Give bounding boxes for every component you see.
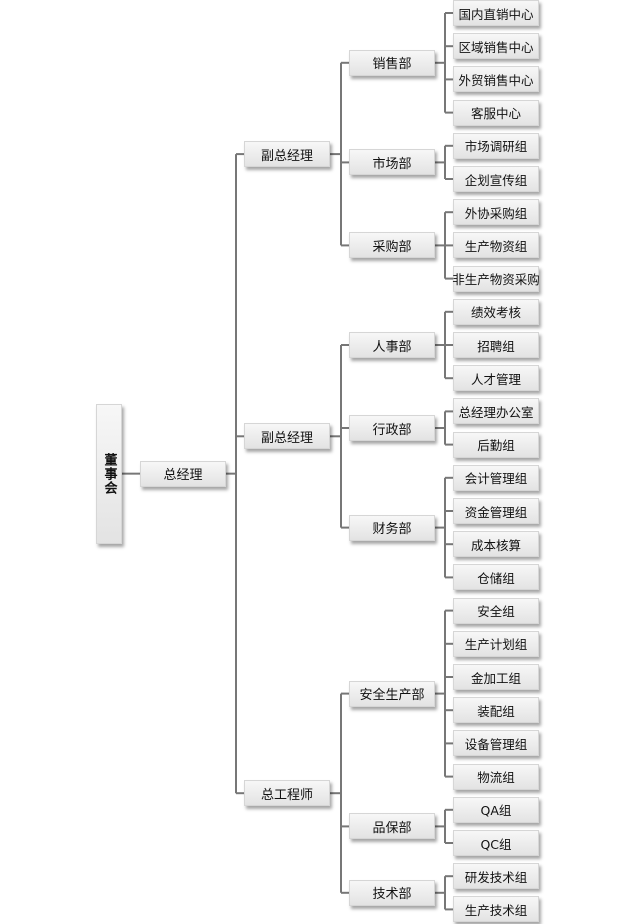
group-box: 客服中心 bbox=[453, 99, 539, 126]
board-box: 董事会 bbox=[96, 403, 122, 544]
group-box: 金加工组 bbox=[453, 664, 539, 690]
group-box: 国内直销中心 bbox=[453, 0, 539, 26]
group-box: 招聘组 bbox=[453, 332, 539, 358]
group-box: 生产计划组 bbox=[453, 630, 539, 657]
group-box: QC组 bbox=[453, 830, 539, 856]
group-box: 非生产物资采购 bbox=[452, 265, 540, 292]
department-box: 市场部 bbox=[349, 149, 435, 176]
group-box: 装配组 bbox=[453, 697, 539, 724]
department-box: 行政部 bbox=[349, 415, 435, 441]
group-box: 企划宣传组 bbox=[453, 166, 539, 192]
group-box: 安全组 bbox=[453, 597, 539, 624]
executive-box: 总工程师 bbox=[244, 780, 330, 807]
department-box: 财务部 bbox=[349, 514, 435, 541]
group-box: 成本核算 bbox=[453, 531, 539, 558]
department-box: 技术部 bbox=[349, 879, 435, 906]
executive-box: 副总经理 bbox=[244, 141, 330, 168]
group-box: 区域销售中心 bbox=[453, 33, 539, 60]
group-box: 物流组 bbox=[453, 763, 539, 790]
department-box: 安全生产部 bbox=[349, 680, 435, 707]
group-box: 市场调研组 bbox=[453, 132, 539, 159]
department-box: 人事部 bbox=[349, 332, 435, 358]
group-box: 会计管理组 bbox=[453, 464, 539, 491]
group-box: 外贸销售中心 bbox=[453, 66, 539, 93]
group-box: 后勤组 bbox=[453, 431, 539, 458]
group-box: QA组 bbox=[453, 796, 539, 823]
group-box: 生产技术组 bbox=[453, 896, 539, 923]
group-box: 外协采购组 bbox=[453, 199, 539, 226]
executive-box: 副总经理 bbox=[244, 423, 330, 450]
group-box: 研发技术组 bbox=[453, 863, 539, 890]
department-box: 采购部 bbox=[349, 232, 435, 259]
department-box: 销售部 bbox=[349, 49, 435, 76]
group-box: 设备管理组 bbox=[453, 730, 539, 757]
group-box: 人才管理 bbox=[453, 365, 539, 392]
group-box: 仓储组 bbox=[453, 564, 539, 591]
group-box: 资金管理组 bbox=[453, 498, 539, 524]
general-manager-box: 总经理 bbox=[140, 460, 226, 487]
group-box: 生产物资组 bbox=[453, 232, 539, 259]
group-box: 绩效考核 bbox=[453, 298, 539, 325]
group-box: 总经理办公室 bbox=[453, 398, 539, 425]
department-box: 品保部 bbox=[349, 813, 435, 840]
